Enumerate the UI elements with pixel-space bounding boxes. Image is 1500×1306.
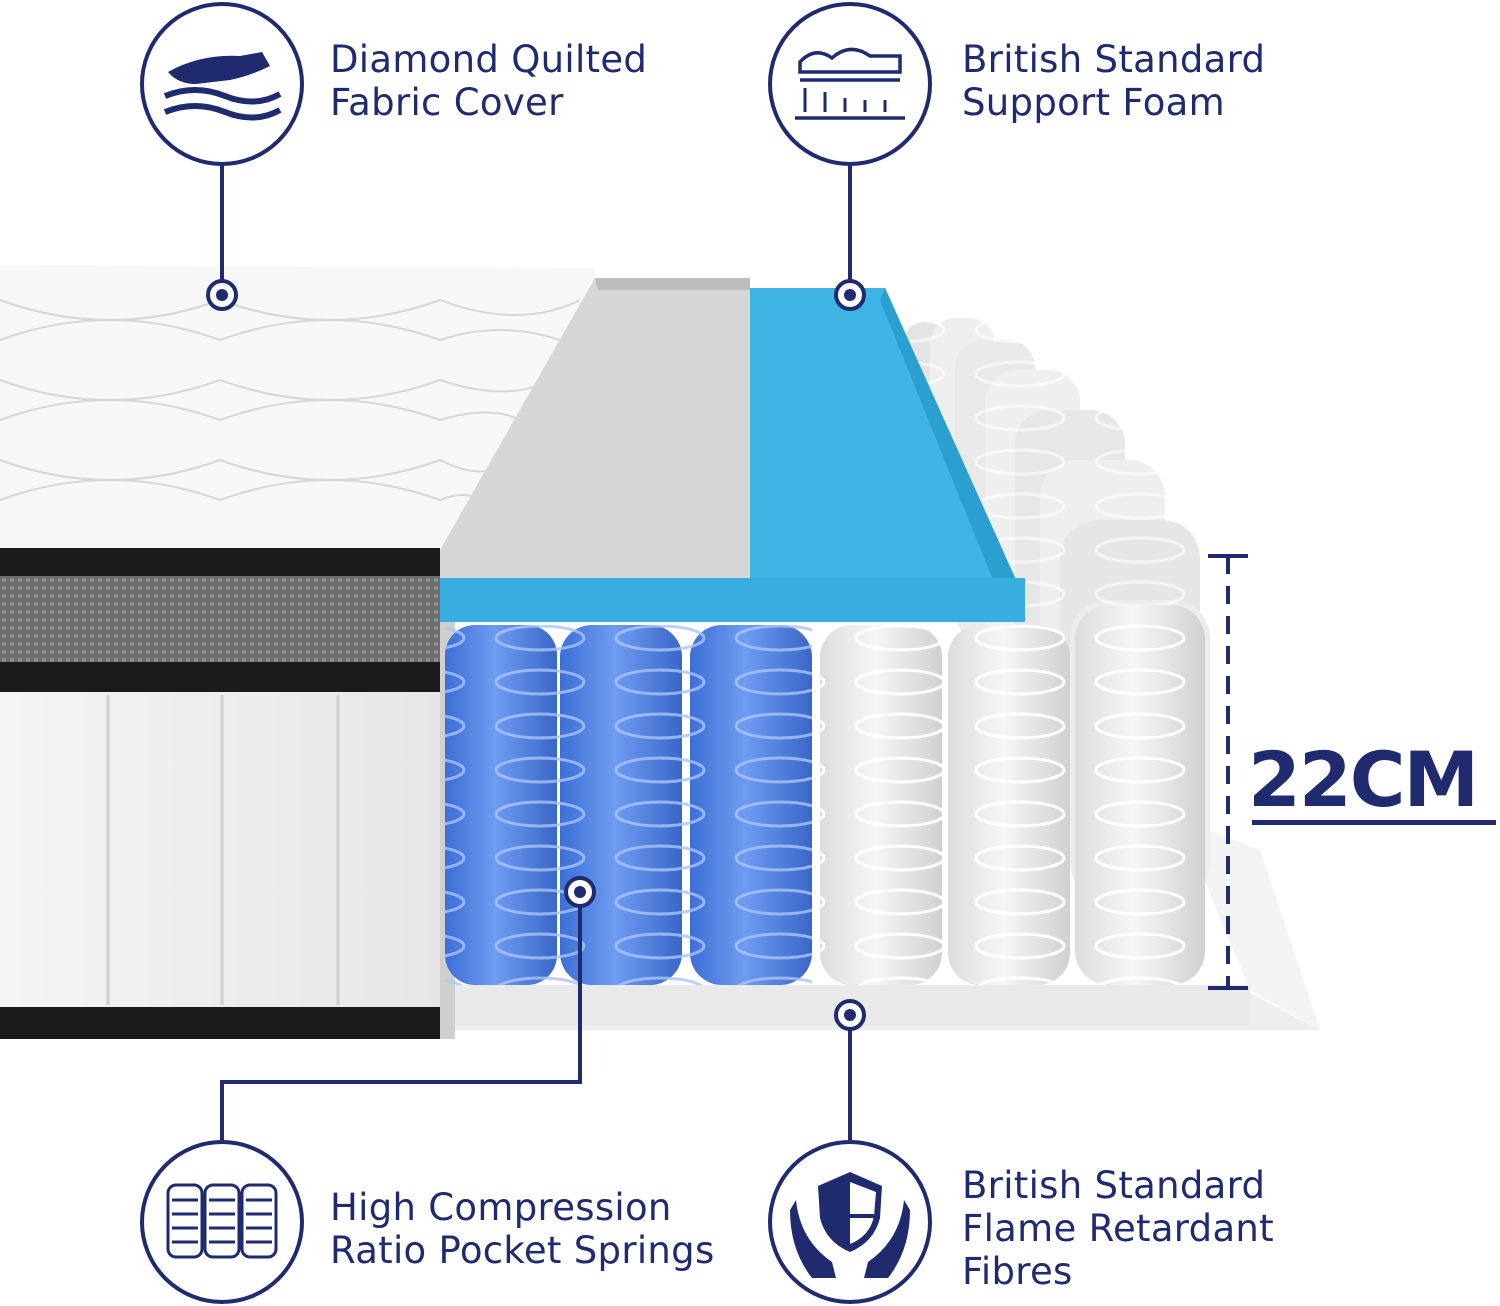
cyan-support-foam-layer <box>440 288 1025 622</box>
feature-label-foam: British Standard Support Foam <box>962 38 1265 124</box>
height-label: 22CM <box>1248 735 1479 824</box>
feature-cover-line2: Fabric Cover <box>330 81 564 124</box>
pocket-springs-icon <box>140 1140 304 1304</box>
shield-hands-icon <box>768 1140 932 1304</box>
feature-flame-line3: Fibres <box>962 1250 1073 1293</box>
feature-springs-line1: High Compression <box>330 1186 672 1229</box>
feature-flame-line1: British Standard <box>962 1164 1266 1207</box>
grey-foam-layer <box>440 278 750 578</box>
height-label-underline <box>1252 820 1496 825</box>
support-foam-icon <box>768 2 932 166</box>
mattress-side <box>0 265 595 1039</box>
feature-foam-line1: British Standard <box>962 38 1266 81</box>
feature-foam-line2: Support Foam <box>962 81 1225 124</box>
feature-label-springs: High Compression Ratio Pocket Springs <box>330 1186 715 1272</box>
feature-springs-line2: Ratio Pocket Springs <box>330 1229 715 1272</box>
feature-flame-line2: Flame Retardant <box>962 1207 1274 1250</box>
leader-lines <box>220 165 852 1140</box>
height-dimension-marker <box>1208 554 1248 990</box>
feature-label-flame: British Standard Flame Retardant Fibres <box>962 1164 1274 1293</box>
white-pocket-springs <box>820 605 1205 985</box>
hand-fabric-icon <box>140 2 304 166</box>
blue-pocket-springs <box>445 625 812 985</box>
feature-cover-line1: Diamond Quilted <box>330 38 648 81</box>
feature-label-cover: Diamond Quilted Fabric Cover <box>330 38 647 124</box>
